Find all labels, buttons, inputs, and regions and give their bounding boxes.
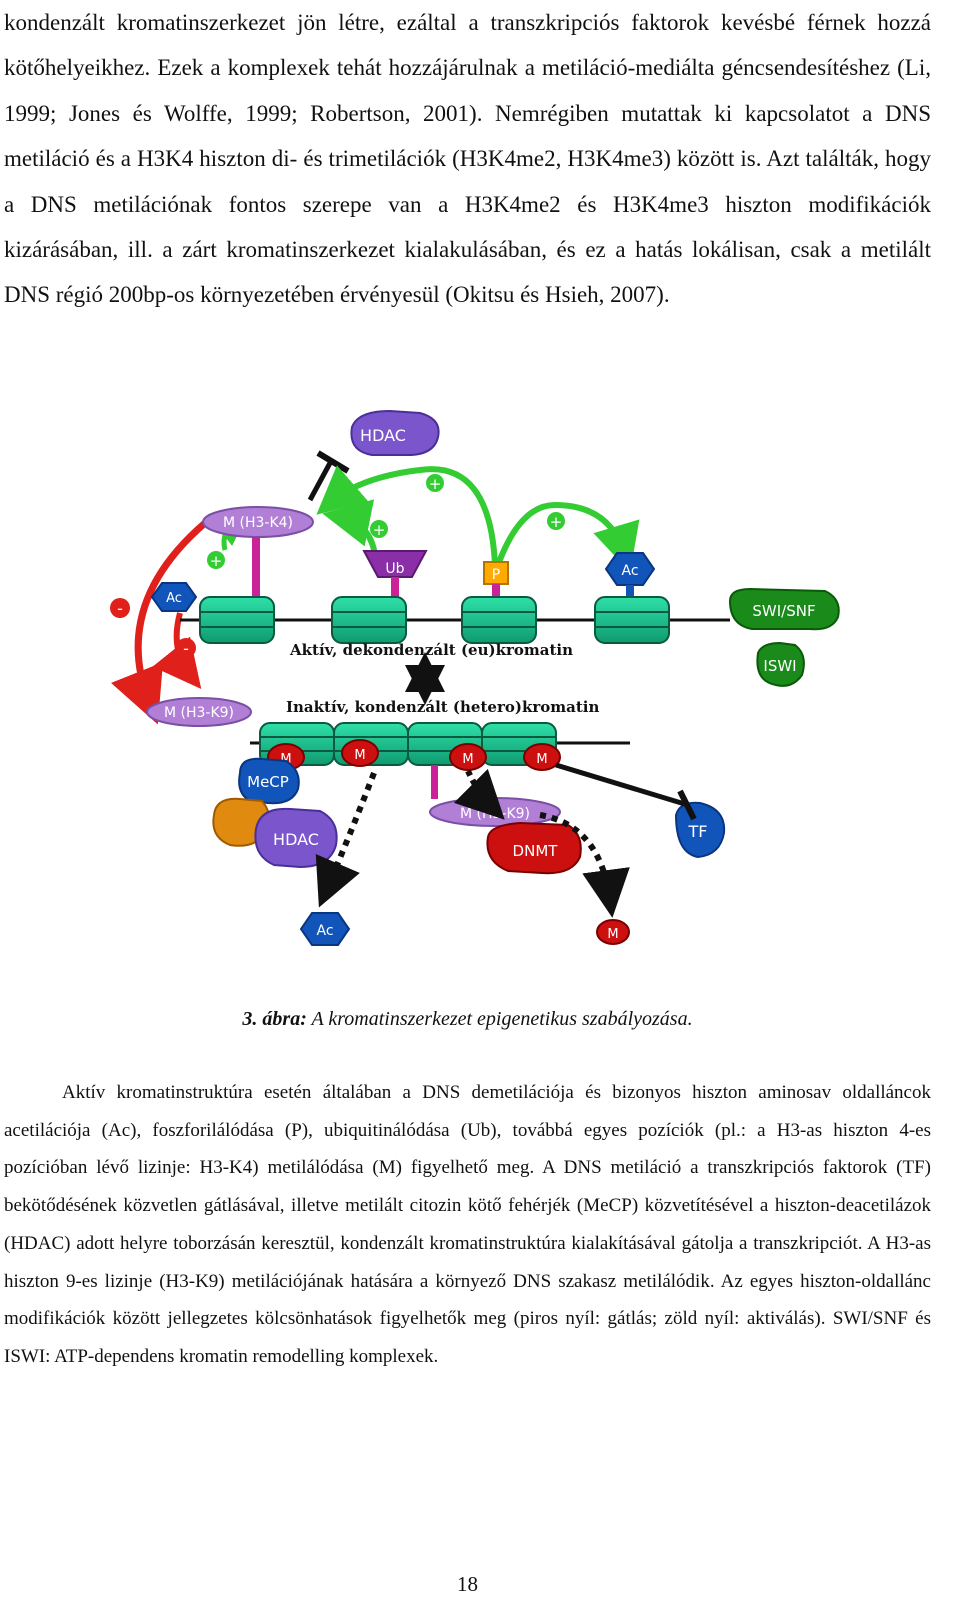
nucleosome xyxy=(594,596,670,644)
activation-arrow-p-to-h3k4 xyxy=(316,465,498,566)
svg-text:Ac: Ac xyxy=(316,923,333,939)
p-stem xyxy=(492,584,500,599)
hdac-bottom-blob: HDAC xyxy=(254,807,338,869)
svg-text:MeCP: MeCP xyxy=(247,773,289,791)
hdac-top-label: HDAC xyxy=(360,426,406,445)
m-h3k9-left-ellipse: M (H3-K9) xyxy=(146,697,252,727)
svg-text:M: M xyxy=(280,752,291,767)
svg-text:ISWI: ISWI xyxy=(763,657,796,675)
iswi-blob: ISWI xyxy=(756,641,805,687)
body-paragraph-top: kondenzált kromatinszerkezet jön létre, … xyxy=(4,10,931,308)
swi-snf-blob: SWI/SNF xyxy=(728,587,840,631)
svg-text:M: M xyxy=(607,927,618,942)
svg-text:HDAC: HDAC xyxy=(273,830,319,849)
svg-text:M: M xyxy=(536,752,547,767)
plus-sign-right: + xyxy=(547,512,565,531)
body-paragraph-bottom: Aktív kromatinstruktúra esetén általában… xyxy=(4,1074,931,1376)
nucleosome xyxy=(461,596,537,644)
hdac-top-blob: HDAC xyxy=(350,409,440,456)
svg-text:M: M xyxy=(354,748,365,763)
ac-top-stem xyxy=(626,585,634,599)
svg-text:+: + xyxy=(550,513,563,531)
inactive-chromatin-label: Inaktív, kondenzált (hetero)kromatin xyxy=(286,698,599,716)
dotted-arrow-to-ac xyxy=(315,771,377,908)
svg-text:-: - xyxy=(117,599,123,618)
page-number: 18 xyxy=(457,1572,478,1596)
m-h3k9-center-stem xyxy=(431,765,438,799)
svg-text:-: - xyxy=(183,639,189,658)
dna-methylation-inhibits-tf xyxy=(555,762,697,821)
figure-caption-text: A kromatinszerkezet epigenetikus szabály… xyxy=(311,1008,693,1030)
dotted-arrow-dnmt-to-m xyxy=(539,812,630,918)
m-bottom-mark: M xyxy=(596,919,630,945)
ac-bottom-mark: Ac xyxy=(299,912,351,946)
p-mark: P xyxy=(483,561,509,585)
figure-caption: 3. ábra: A kromatinszerkezet epigenetiku… xyxy=(0,1008,935,1031)
dotted-arrow-from-nucleosome-to-dnmt xyxy=(453,768,505,820)
svg-text:TF: TF xyxy=(688,822,708,841)
inactive-nucleosome-row xyxy=(250,722,630,766)
svg-text:M: M xyxy=(462,752,473,767)
nucleosome xyxy=(331,596,407,644)
body-paragraph-bottom-text: Aktív kromatinstruktúra esetén általában… xyxy=(4,1082,931,1367)
methyl-mark: M xyxy=(449,743,487,771)
activation-arrow-ub-to-h3k4 xyxy=(322,499,378,556)
svg-text:SWI/SNF: SWI/SNF xyxy=(752,602,815,620)
figure-caption-number: 3. ábra: xyxy=(242,1008,307,1030)
svg-text:+: + xyxy=(429,475,442,493)
plus-sign-left: + xyxy=(207,551,225,570)
nucleosome xyxy=(199,596,275,644)
plus-sign-ub: + xyxy=(370,520,388,539)
svg-text:Ac: Ac xyxy=(621,563,638,579)
ac-left-mark: Ac xyxy=(150,582,198,612)
dnmt-blob: DNMT xyxy=(486,821,582,875)
ac-top-mark: Ac xyxy=(604,552,656,586)
m-h3k9-center-ellipse: M (H3-K9) xyxy=(429,797,561,827)
tf-blob: TF xyxy=(674,801,726,859)
active-nucleosome-row xyxy=(180,596,730,644)
svg-text:+: + xyxy=(373,521,386,539)
svg-text:Ub: Ub xyxy=(385,561,404,577)
minus-sign-outer: - xyxy=(110,598,130,618)
svg-text:DNMT: DNMT xyxy=(513,842,559,860)
m-h3k4-stem xyxy=(252,537,260,597)
m-h3k4-ellipse: M (H3-K4) xyxy=(202,506,314,538)
svg-text:M (H3-K9): M (H3-K9) xyxy=(164,705,234,721)
methyl-mark: M xyxy=(341,739,379,767)
svg-text:Ac: Ac xyxy=(166,591,182,606)
svg-text:P: P xyxy=(492,567,500,583)
plus-sign-top: + xyxy=(426,474,444,493)
ub-mark: Ub xyxy=(362,550,428,578)
chromatin-regulation-figure: HDAC + + + + - - M (H3-K4) Ub P Ac xyxy=(90,405,850,965)
activation-arrow-p-to-ac xyxy=(495,501,640,573)
svg-text:M (H3-K4): M (H3-K4) xyxy=(223,515,293,531)
svg-text:M (H3-K9): M (H3-K9) xyxy=(460,806,530,822)
methyl-mark: M xyxy=(523,743,561,771)
svg-text:+: + xyxy=(210,552,223,570)
active-chromatin-label: Aktív, dekondenzált (eu)kromatin xyxy=(289,641,573,659)
inhibition-arrow-left-big xyxy=(111,520,208,725)
mecp-blob: MeCP xyxy=(238,757,300,805)
minus-sign-inner: - xyxy=(176,638,196,658)
ub-stem xyxy=(391,577,399,599)
